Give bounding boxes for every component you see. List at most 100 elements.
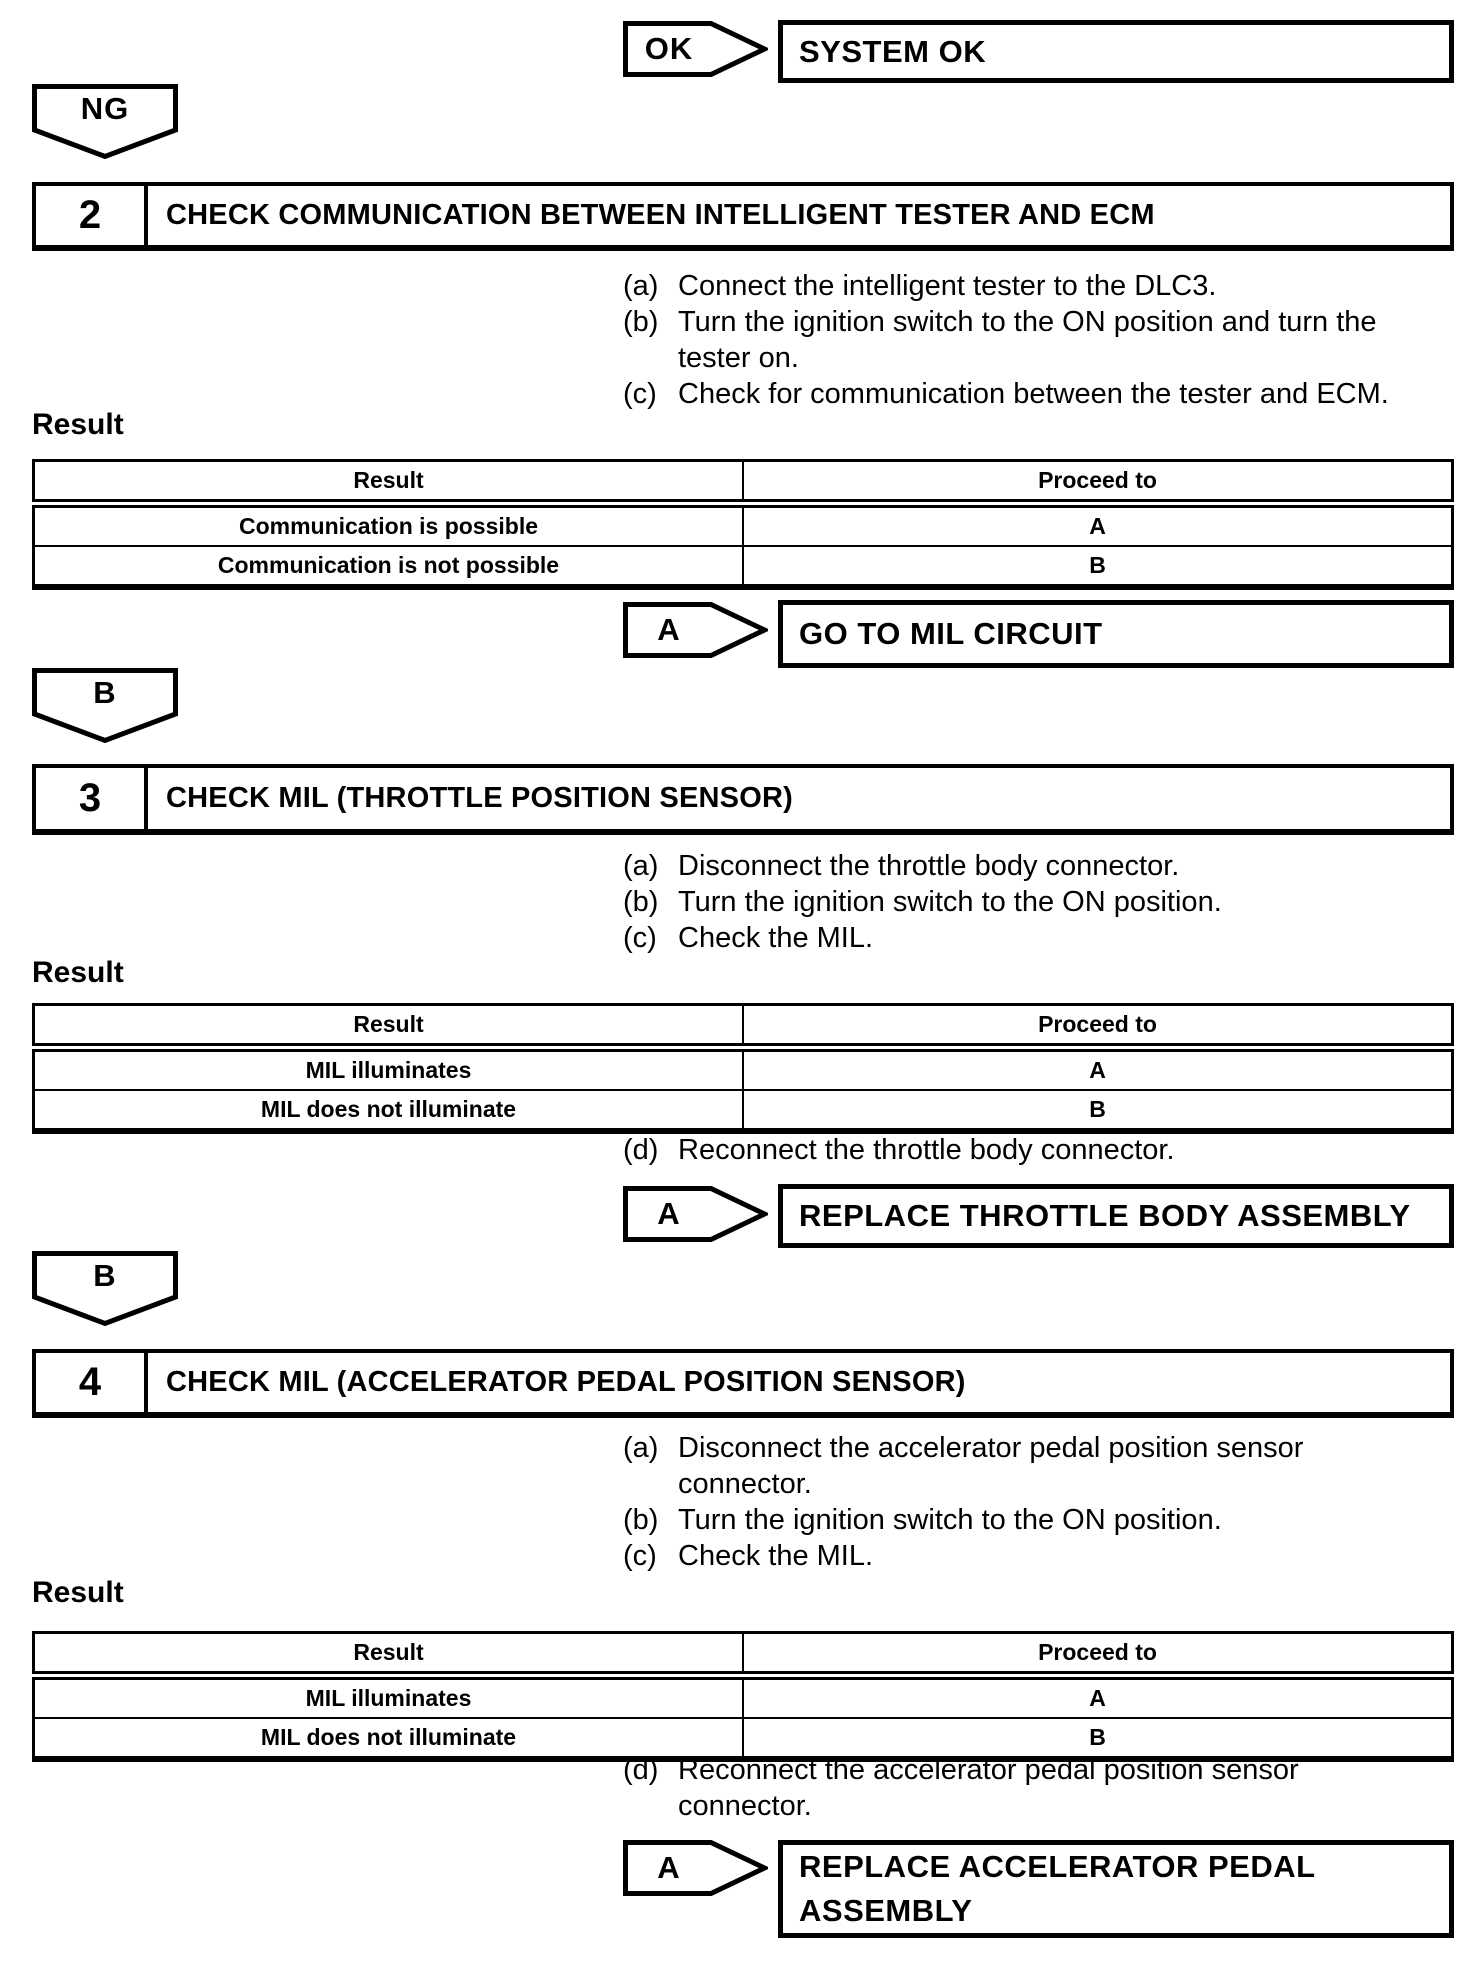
instruction-item: (d) Reconnect the accelerator pedal posi…: [623, 1752, 1299, 1824]
result-cell: MIL does not illuminate: [260, 1096, 517, 1122]
table-row: MIL does not illuminate B: [34, 1718, 1453, 1759]
instruction-line: Disconnect the throttle body connector.: [678, 850, 1180, 882]
replace-accelerator-pedal-box: REPLACE ACCELERATOR PEDAL ASSEMBLY: [778, 1840, 1454, 1938]
proceed-cell: A: [742, 1675, 1453, 1719]
step-number: 3: [36, 768, 148, 829]
outcome-text-line: REPLACE ACCELERATOR PEDAL: [799, 1849, 1316, 1884]
step-2-instructions: (a) Connect the intelligent tester to th…: [623, 268, 1389, 412]
right-pentagon-icon: [623, 602, 768, 658]
proceed-cell: A: [742, 503, 1453, 547]
replace-throttle-body-box: REPLACE THROTTLE BODY ASSEMBLY: [778, 1184, 1454, 1248]
step-3-header: 3 CHECK MIL (THROTTLE POSITION SENSOR): [32, 764, 1454, 835]
step-4-instructions: (a) Disconnect the accelerator pedal pos…: [623, 1430, 1303, 1574]
step-4-result-table: Result Proceed to MIL illuminates A MIL …: [32, 1631, 1454, 1762]
table-row: Communication is not possible B: [34, 546, 1453, 587]
instruction-line: Check the MIL.: [678, 1540, 874, 1572]
table-row: MIL illuminates A: [33, 1675, 1453, 1719]
instruction-line: Turn the ignition switch to the ON posit…: [678, 1504, 1222, 1536]
down-pentagon-icon: [32, 84, 178, 160]
column-header-proceed: Proceed to: [742, 460, 1453, 508]
table-header-row: Result Proceed to: [33, 1632, 1453, 1680]
column-header-result: Result: [33, 1004, 743, 1052]
proceed-cell: B: [742, 546, 1453, 587]
result-a-badge: A: [623, 1840, 768, 1896]
instruction-item: (c) Check for communication between the …: [623, 376, 1389, 412]
result-b-badge: B: [32, 1251, 178, 1327]
step-number: 4: [36, 1353, 148, 1412]
right-pentagon-icon: [623, 1186, 768, 1242]
column-header-proceed: Proceed to: [742, 1632, 1453, 1680]
step-3-result-table: Result Proceed to MIL illuminates A MIL …: [32, 1003, 1454, 1134]
result-label: Result: [32, 408, 124, 441]
down-pentagon-icon: [32, 1251, 178, 1327]
instruction-marker: (c): [623, 922, 657, 954]
instruction-line: connector.: [678, 1468, 812, 1500]
ok-badge-label: OK: [644, 31, 694, 66]
column-header-proceed: Proceed to: [742, 1004, 1453, 1052]
instruction-marker: (a): [623, 1432, 659, 1464]
step-title: CHECK MIL (THROTTLE POSITION SENSOR): [166, 782, 793, 814]
instruction-line: tester on.: [678, 342, 799, 374]
table-header-row: Result Proceed to: [33, 460, 1453, 508]
table-row: MIL illuminates A: [33, 1047, 1453, 1091]
instruction-item: (a) Disconnect the accelerator pedal pos…: [623, 1430, 1303, 1502]
instruction-marker: (a): [623, 270, 659, 302]
result-cell: MIL illuminates: [33, 1675, 743, 1719]
outcome-text: GO TO MIL CIRCUIT: [799, 616, 1103, 651]
step-number: 2: [36, 186, 148, 245]
go-to-mil-circuit-box: GO TO MIL CIRCUIT: [778, 600, 1454, 668]
instruction-item: (b) Turn the ignition switch to the ON p…: [623, 884, 1222, 920]
instruction-line: connector.: [678, 1790, 812, 1822]
instruction-marker: (a): [623, 850, 659, 882]
instruction-item: (c) Check the MIL.: [623, 920, 1222, 956]
step-2-header: 2 CHECK COMMUNICATION BETWEEN INTELLIGEN…: [32, 182, 1454, 251]
instruction-item: (b) Turn the ignition switch to the ON p…: [623, 1502, 1303, 1538]
step-title: CHECK COMMUNICATION BETWEEN INTELLIGENT …: [166, 199, 1155, 231]
badge-label: A: [657, 612, 681, 647]
table-row: MIL does not illuminate B: [34, 1090, 1453, 1131]
instruction-line: Reconnect the accelerator pedal position…: [678, 1754, 1299, 1786]
instruction-marker: (b): [623, 1504, 659, 1536]
result-cell: MIL illuminates: [33, 1047, 743, 1091]
instruction-item: (c) Check the MIL.: [623, 1538, 1303, 1574]
table-header-row: Result Proceed to: [33, 1004, 1453, 1052]
step-4-post-instruction: (d) Reconnect the accelerator pedal posi…: [623, 1752, 1299, 1824]
ng-badge-label: NG: [80, 91, 130, 126]
badge-label: B: [93, 1258, 117, 1293]
instruction-marker: (d): [623, 1134, 659, 1166]
proceed-cell: B: [742, 1718, 1453, 1759]
instruction-marker: (b): [623, 306, 659, 338]
result-cell: MIL does not illuminate: [260, 1724, 517, 1750]
right-pentagon-icon: [623, 1840, 768, 1896]
outcome-text-line: ASSEMBLY: [799, 1893, 973, 1928]
badge-label: B: [93, 675, 117, 710]
instruction-marker: (b): [623, 886, 659, 918]
instruction-marker: (c): [623, 378, 657, 410]
column-header-result: Result: [33, 1632, 743, 1680]
instruction-item: (b) Turn the ignition switch to the ON p…: [623, 304, 1389, 376]
proceed-cell: A: [742, 1047, 1453, 1091]
outcome-text: REPLACE THROTTLE BODY ASSEMBLY: [799, 1198, 1411, 1233]
badge-label: A: [657, 1196, 681, 1231]
ng-flow-badge: NG: [32, 84, 178, 160]
instruction-line: Turn the ignition switch to the ON posit…: [678, 886, 1222, 918]
down-pentagon-icon: [32, 668, 178, 744]
result-b-badge: B: [32, 668, 178, 744]
result-label: Result: [32, 1576, 124, 1609]
instruction-line: Disconnect the accelerator pedal positio…: [678, 1432, 1304, 1464]
instruction-line: Connect the intelligent tester to the DL…: [678, 270, 1217, 302]
ok-flow-badge: OK: [623, 21, 768, 77]
step-4-header: 4 CHECK MIL (ACCELERATOR PEDAL POSITION …: [32, 1349, 1454, 1418]
right-pentagon-icon: [623, 21, 768, 77]
badge-label: A: [657, 1850, 681, 1885]
step-title: CHECK MIL (ACCELERATOR PEDAL POSITION SE…: [166, 1366, 966, 1398]
system-ok-box: SYSTEM OK: [778, 20, 1454, 83]
instruction-marker: (d): [623, 1754, 659, 1786]
step-3-post-instruction: (d) Reconnect the throttle body connecto…: [623, 1132, 1175, 1168]
result-a-badge: A: [623, 602, 768, 658]
instruction-line: Check the MIL.: [678, 922, 874, 954]
step-2-result-table: Result Proceed to Communication is possi…: [32, 459, 1454, 590]
result-cell: Communication is possible: [33, 503, 743, 547]
instruction-marker: (c): [623, 1540, 657, 1572]
